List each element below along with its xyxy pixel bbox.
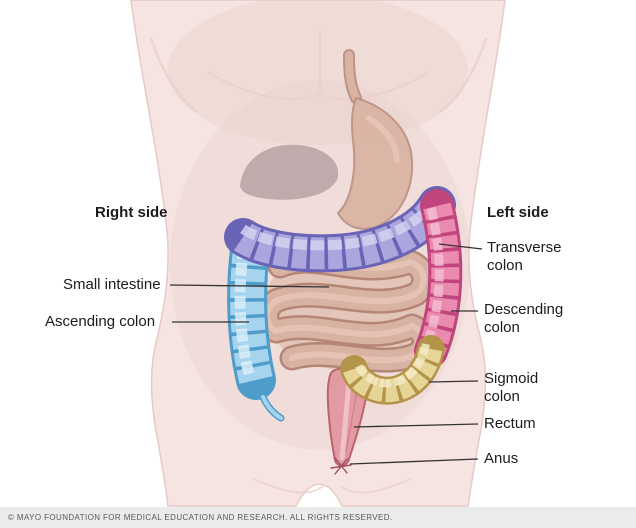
leader-transverse-colon bbox=[438, 243, 483, 250]
shoulder-crease-left bbox=[149, 37, 198, 113]
anus-pucker-line-3 bbox=[334, 458, 348, 475]
chest-contour-right bbox=[319, 71, 429, 100]
label-descending-colon: Descending colon bbox=[484, 301, 564, 336]
stomach bbox=[336, 49, 413, 230]
sigmoid-colon-body bbox=[343, 346, 443, 403]
leader-anus bbox=[349, 458, 479, 465]
label-transverse-colon: Transverse colon bbox=[487, 239, 562, 274]
sigmoid-colon bbox=[340, 335, 445, 405]
ascending-colon-highlight bbox=[234, 245, 255, 376]
appendix-body bbox=[261, 395, 283, 420]
descending-colon bbox=[414, 189, 463, 368]
ascending-colon-body bbox=[230, 240, 273, 384]
label-right-side: Right side bbox=[95, 204, 168, 221]
descending-colon-body bbox=[417, 202, 460, 357]
chest-shading bbox=[168, 0, 468, 145]
leader-sigmoid-colon bbox=[428, 380, 479, 383]
footer-bar: © MAYO FOUNDATION FOR MEDICAL EDUCATION … bbox=[0, 507, 636, 528]
esophagus-body bbox=[345, 51, 360, 102]
label-anus: Anus bbox=[484, 450, 519, 467]
leader-small-intestine bbox=[169, 284, 330, 288]
transverse-colon-body bbox=[234, 196, 451, 270]
groin-crease-left bbox=[251, 477, 324, 494]
label-ascending-colon: Ascending colon bbox=[45, 313, 156, 330]
label-rectum: Rectum bbox=[484, 415, 536, 432]
groin-crease-right bbox=[340, 477, 413, 494]
label-left-side: Left side bbox=[487, 204, 549, 221]
liver-shadow bbox=[240, 144, 339, 200]
shoulder-crease-right bbox=[439, 37, 488, 113]
liver-shape bbox=[240, 144, 339, 200]
descending-colon-highlight bbox=[420, 206, 444, 351]
label-sigmoid-colon: Sigmoid colon bbox=[484, 370, 539, 405]
sigmoid-colon-highlight bbox=[354, 343, 430, 388]
chest-contour-left bbox=[207, 71, 321, 100]
leader-lines bbox=[169, 243, 483, 465]
stomach-body bbox=[336, 96, 413, 230]
leader-rectum bbox=[353, 423, 479, 428]
anus-mark bbox=[330, 457, 352, 475]
stomach-highlight bbox=[365, 115, 400, 163]
copyright-text: © MAYO FOUNDATION FOR MEDICAL EDUCATION … bbox=[8, 513, 393, 522]
label-small-intestine: Small intestine bbox=[63, 276, 161, 293]
